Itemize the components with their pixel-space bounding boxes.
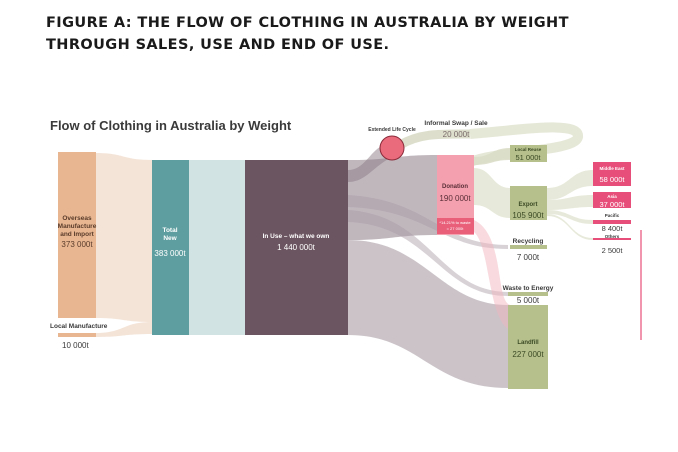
waste-to-energy-value: 5 000t [517, 296, 540, 305]
donation-note-2: = 27 000t [447, 226, 465, 231]
total-new-label-1: Total [162, 227, 177, 234]
flow-donation-to-local-reuse [474, 148, 510, 165]
middle-east-label: Middle East [599, 166, 625, 171]
informal-value: 20 000t [443, 130, 470, 139]
node-landfill [508, 305, 548, 389]
asia-value: 37 000t [599, 200, 625, 209]
overseas-value: 373 000t [61, 240, 93, 249]
pacific-label: Pacific [605, 213, 620, 218]
landfill-label: Landfill [517, 340, 539, 346]
flow-donation-to-export [474, 168, 510, 218]
asia-label: Asia [607, 194, 617, 199]
node-asia [593, 192, 631, 208]
flow-overseas-to-total-new [95, 153, 152, 322]
flow-donation-to-landfill [474, 220, 510, 330]
informal-label: Informal Swap / Sale [424, 120, 488, 127]
flow-in-use-to-donation [348, 155, 437, 240]
landfill-value: 227 000t [512, 350, 544, 359]
node-in-use [245, 160, 348, 335]
node-others [593, 238, 631, 240]
flow-in-use-to-landfill [348, 240, 508, 388]
total-new-value: 383 000t [154, 249, 186, 258]
flow-export-to-pacific [547, 210, 593, 224]
node-export [510, 186, 547, 220]
waste-to-energy-label: Waste to Energy [503, 285, 554, 292]
node-extended-life-cycle [379, 135, 405, 161]
labels: Overseas Manufacture and Import 373 000t… [50, 120, 625, 359]
nodes [58, 135, 642, 389]
flow-in-use-to-waste-energy [348, 210, 508, 296]
flow-in-use-to-extended-life [348, 145, 390, 182]
node-waste-to-energy [508, 292, 548, 296]
figure-title-line-2: THROUGH SALES, USE AND END OF USE. [46, 37, 390, 53]
recycling-label: Recycling [513, 238, 544, 245]
middle-east-value: 58 000t [599, 175, 625, 184]
in-use-label: In Use – what we own [263, 233, 330, 240]
donation-label: Donation [442, 184, 468, 190]
export-label: Export [518, 202, 537, 208]
recycling-value: 7 000t [517, 253, 540, 262]
overseas-label-1: Overseas [62, 215, 92, 222]
others-label: Others [605, 234, 620, 239]
node-pacific [593, 220, 631, 224]
overseas-label-2: Manufacture [58, 223, 97, 230]
node-donation-waste-note-box [437, 218, 474, 234]
node-local-manufacture [58, 333, 96, 337]
node-total-new [152, 160, 189, 335]
chart-title: Flow of Clothing in Australia by Weight [50, 118, 292, 133]
flow-export-to-middle-east [547, 170, 593, 200]
donation-note-1: *14.21% to waste [439, 220, 471, 225]
flow-export-to-others [547, 214, 593, 240]
flow-in-use-to-recycling [348, 195, 508, 249]
node-overseas [58, 152, 96, 318]
node-recycling [510, 245, 547, 249]
export-value: 105 900t [512, 211, 544, 220]
flow-bands [95, 122, 593, 388]
flow-local-to-total-new [95, 322, 152, 337]
flow-extended-to-informal [397, 129, 471, 149]
local-reuse-label: Local Reuse [515, 147, 542, 152]
local-reuse-value: 51 000t [515, 153, 541, 162]
node-middle-east [593, 162, 631, 186]
overseas-label-3: and Import [60, 231, 94, 238]
extended-life-label: Extended Life Cycle [368, 127, 416, 133]
donation-value: 190 000t [439, 194, 471, 203]
in-use-value: 1 440 000t [277, 243, 316, 252]
flow-total-new-to-in-use [189, 160, 245, 335]
flow-export-to-asia [547, 195, 593, 210]
others-value: 2 500t [602, 246, 624, 255]
total-new-label-2: New [163, 235, 177, 242]
local-manufacture-value: 10 000t [62, 341, 89, 350]
local-manufacture-label: Local Manufacture [50, 323, 108, 330]
node-local-reuse [510, 145, 547, 162]
right-edge-marker [640, 230, 642, 340]
pacific-value: 8 400t [602, 224, 624, 233]
figure-title: FIGURE A: THE FLOW OF CLOTHING IN AUSTRA… [46, 12, 646, 56]
figure-title-line-1: FIGURE A: THE FLOW OF CLOTHING IN AUSTRA… [46, 15, 569, 31]
